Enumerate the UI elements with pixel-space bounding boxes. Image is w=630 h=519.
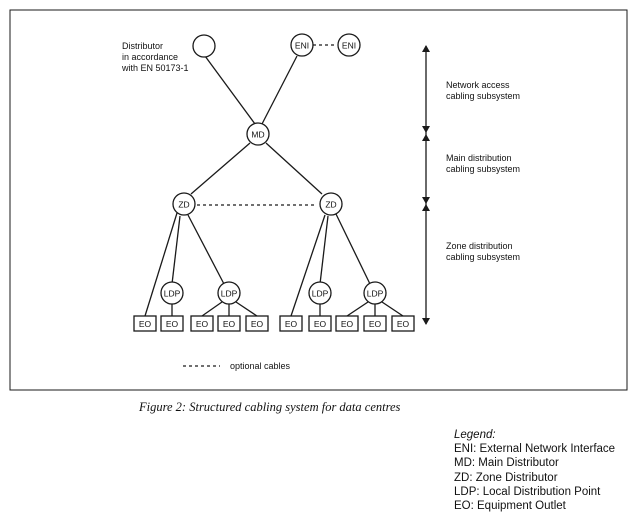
eo-label-7: EO xyxy=(314,319,327,329)
distributor-note-line-3: with EN 50173-1 xyxy=(121,63,189,73)
diagram-frame xyxy=(9,9,628,391)
distributor-node xyxy=(192,34,216,58)
arrowhead-main-bottom xyxy=(422,197,430,204)
eo-label-9: EO xyxy=(369,319,382,329)
arrowhead-zone-top xyxy=(422,204,430,211)
main-distribution-label-line-1: Main distribution xyxy=(446,153,512,163)
legend: Legend: ENI: External Network Interface … xyxy=(454,428,615,513)
eni-label-2: ENI xyxy=(342,41,356,51)
eni-node-2 xyxy=(337,33,361,57)
network-access-label-line-1: Network access xyxy=(446,80,510,90)
legend-title: Legend: xyxy=(454,429,496,441)
legend-item-zd: ZD: Zone Distributor xyxy=(454,471,558,484)
figure-caption: Figure 2: Structured cabling system for … xyxy=(139,400,401,414)
cable-zd-right-eo xyxy=(290,214,326,317)
eo-label-6: EO xyxy=(285,319,298,329)
eo-label-5: EO xyxy=(251,319,264,329)
eo-label-10: EO xyxy=(397,319,410,329)
eo-label-1: EO xyxy=(139,319,152,329)
eo-label-8: EO xyxy=(341,319,354,329)
eo-label-3: EO xyxy=(196,319,209,329)
arrowhead-access-bottom xyxy=(422,126,430,133)
cable-zd-left-ldp-2 xyxy=(187,214,225,285)
eo-box-2 xyxy=(160,315,184,332)
main-distribution-label-line-2: cabling subsystem xyxy=(446,164,520,174)
eo-box-6 xyxy=(279,315,303,332)
cable-distributor-md xyxy=(204,55,256,125)
cable-md-zd-right xyxy=(265,142,323,195)
cable-eni-md xyxy=(261,55,298,125)
eni-label-1: ENI xyxy=(295,41,309,51)
eni-node-1 xyxy=(290,33,314,57)
zone-distribution-label-line-2: cabling subsystem xyxy=(446,252,520,262)
eo-box-3 xyxy=(190,315,214,332)
optional-cables-label: optional cables xyxy=(230,361,291,371)
eo-box-10 xyxy=(391,315,415,332)
ldp-label-3: LDP xyxy=(312,289,329,299)
eo-box-5 xyxy=(245,315,269,332)
cable-zd-left-ldp-1 xyxy=(171,215,181,285)
zd-node-right xyxy=(319,192,343,216)
ldp-node-1 xyxy=(160,281,184,305)
eo-box-9 xyxy=(363,315,387,332)
ldp-label-2: LDP xyxy=(221,289,238,299)
zd-label-left: ZD xyxy=(178,200,189,210)
cable-ldp-2-eo-c xyxy=(235,301,258,317)
md-label: MD xyxy=(251,130,264,140)
ldp-node-3 xyxy=(308,281,332,305)
ldp-label-4: LDP xyxy=(367,289,384,299)
zd-node-left xyxy=(172,192,196,216)
cabling-diagram: ENI ENI MD ZD ZD LDP LDP LDP LDP EO EO E… xyxy=(9,9,628,391)
cable-ldp-4-eo-a xyxy=(346,301,369,317)
cable-ldp-4-eo-c xyxy=(381,301,404,317)
eo-label-2: EO xyxy=(166,319,179,329)
legend-item-ldp: LDP: Local Distribution Point xyxy=(454,485,601,498)
arrowhead-main-top xyxy=(422,134,430,141)
cable-md-zd-left xyxy=(190,142,251,195)
cable-zd-right-ldp-4 xyxy=(335,213,371,285)
ldp-label-1: LDP xyxy=(164,289,181,299)
md-node xyxy=(246,122,270,146)
arrowhead-bottom xyxy=(422,318,430,325)
zd-label-right: ZD xyxy=(325,200,336,210)
eo-box-7 xyxy=(308,315,332,332)
eo-box-4 xyxy=(217,315,241,332)
legend-item-eo: EO: Equipment Outlet xyxy=(454,500,566,513)
network-access-label-line-2: cabling subsystem xyxy=(446,91,520,101)
legend-item-eni: ENI: External Network Interface xyxy=(454,443,616,456)
distributor-note-line-1: Distributor xyxy=(122,41,163,51)
cable-zd-left-eo xyxy=(144,212,178,317)
cable-zd-right-ldp-3 xyxy=(319,215,329,285)
zone-distribution-label-line-1: Zone distribution xyxy=(446,241,513,251)
ldp-node-2 xyxy=(217,281,241,305)
arrowhead-top xyxy=(422,45,430,52)
legend-item-md: MD: Main Distributor xyxy=(454,457,559,470)
ldp-node-4 xyxy=(363,281,387,305)
eo-box-1 xyxy=(133,315,157,332)
cable-ldp-2-eo-a xyxy=(201,301,223,317)
distributor-note-line-2: in accordance xyxy=(122,52,178,62)
eo-box-8 xyxy=(335,315,359,332)
eo-label-4: EO xyxy=(223,319,236,329)
